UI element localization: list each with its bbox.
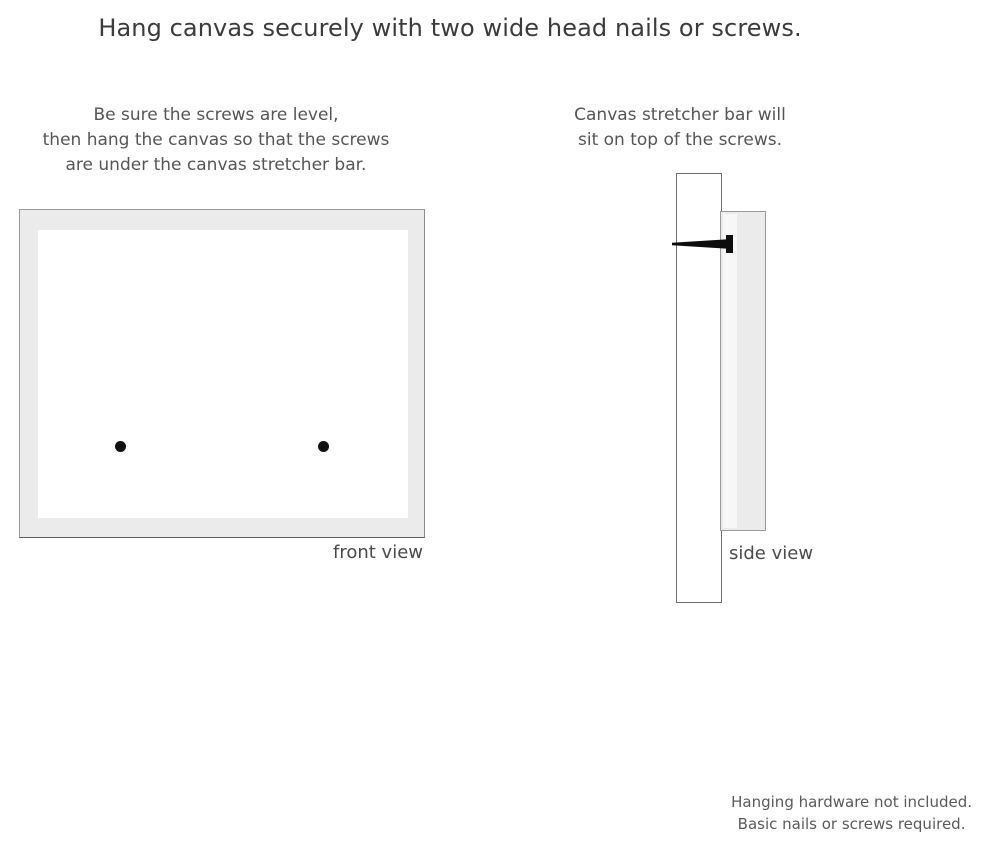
- instruction-line: Canvas stretcher bar will: [574, 105, 786, 125]
- front-view-instruction-text: Be sure the screws are level, then hang …: [0, 103, 432, 178]
- side-view-instruction-text: Canvas stretcher bar will sit on top of …: [520, 103, 840, 153]
- instruction-line: then hang the canvas so that the screws: [42, 130, 390, 150]
- left-screw-icon: [115, 441, 126, 452]
- instruction-line: are under the canvas stretcher bar.: [65, 155, 367, 175]
- front-view-diagram: [19, 209, 425, 538]
- footer-note: Hanging hardware not included. Basic nai…: [731, 791, 972, 835]
- right-screw-icon: [318, 441, 329, 452]
- instruction-line: Be sure the screws are level,: [93, 105, 339, 125]
- side-view-diagram: [660, 165, 790, 610]
- canvas-frame-inner: [38, 230, 408, 518]
- wall-section-shape: [676, 173, 722, 603]
- stretcher-bar-inset: [723, 214, 737, 528]
- front-view-caption: front view: [333, 542, 423, 563]
- nail-head-icon: [726, 235, 733, 253]
- instruction-line: sit on top of the screws.: [577, 130, 783, 150]
- nail-shaft-icon: [672, 239, 732, 249]
- side-view-caption: side view: [729, 543, 814, 564]
- footer-line: Basic nails or screws required.: [737, 815, 966, 833]
- page-title: Hang canvas securely with two wide head …: [98, 14, 802, 42]
- footer-line: Hanging hardware not included.: [731, 793, 972, 811]
